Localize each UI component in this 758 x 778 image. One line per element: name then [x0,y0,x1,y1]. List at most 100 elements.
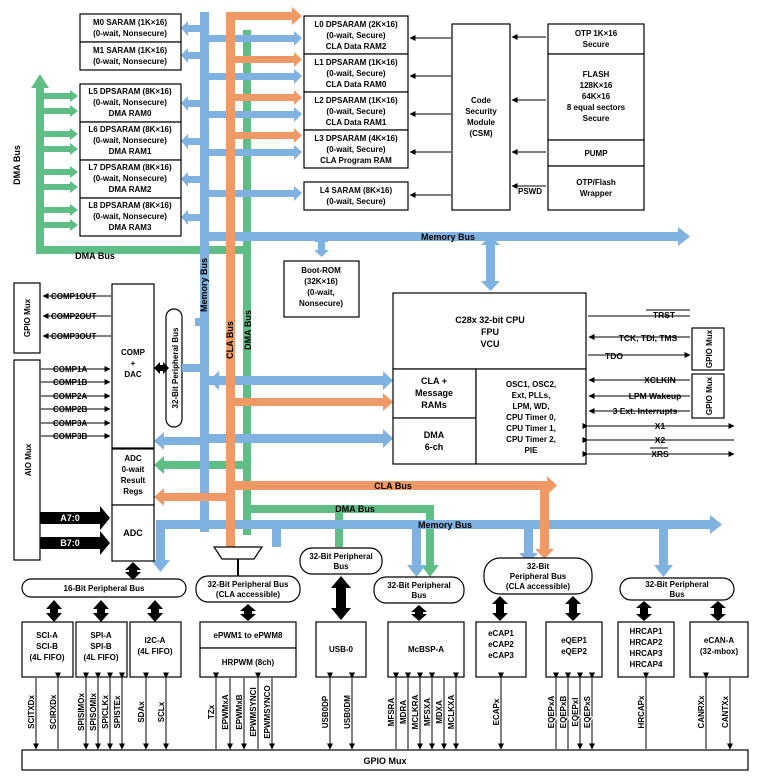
l7-dpsaram-role: DMA RAM2 [109,185,152,194]
m0-saram-name: M0 SARAM (1K×16) [93,18,167,27]
peripheral-bus-ecap-line-3: (CLA accessible) [506,582,571,591]
aio-mux-label: AIO Mux [24,443,33,476]
l2-dpsaram-detail: (0-wait, Secure) [326,107,385,116]
memory-bus-label-vertical: Memory Bus [199,258,209,312]
pin-label-usb0dp: USB0DP [321,695,330,728]
memory-bus-label-lower: Memory Bus [418,520,472,530]
dma-line-1: DMA [424,430,445,440]
gpio-mux-comp-label: GPIO Mux [23,298,32,337]
ecap-line-2: eCAP2 [488,640,514,649]
comp-dac-line-2: + [131,359,136,368]
cla-ram-line-2: Message [415,388,453,398]
otp-flash-wrapper-line-1: OTP/Flash [576,178,616,187]
dma-bus-label-horizontal: DMA Bus [75,251,115,261]
flash-line-3: 64K×16 [582,92,611,101]
pin-label-epwmxa: EPWMxA [221,694,230,729]
cla-bus-label-horizontal: CLA Bus [374,481,412,491]
xrs-signal: XRS [651,449,669,459]
pin-label-sclx: SCLx [157,701,166,722]
l3-dpsaram-name: L3 DPSARAM (4K×16) [314,134,398,143]
l2-dpsaram-role: CLA Data RAM1 [326,118,387,127]
csm-line-4: (CSM) [469,129,492,138]
pin-label-spisimox: SPISIMOx [77,693,86,731]
hrcap-line-4: HRCAP4 [630,660,663,669]
adc-result-line-2: 0-wait [122,465,145,474]
gpio-mux-bottom-label: GPIO Mux [363,756,406,766]
adc-result-line-1: ADC [124,454,142,463]
flash-line-5: Secure [583,114,610,123]
peripheral-bus-ecap-line-2: Peripheral Bus [510,572,567,581]
pin-label-eqepxi: EQEPxI [571,698,580,727]
sci-line-3: (4L FIFO) [30,653,65,662]
l3-dpsaram-detail: (0-wait, Secure) [326,145,385,154]
dma-bus-label-vertical-2: DMA Bus [243,310,253,350]
peripheral-bus-usb-line-1: 32-Bit Peripheral [309,552,373,561]
m1-saram-name: M1 SARAM (1K×16) [93,46,167,55]
osc-line-6: CPU Timer 2, [506,435,556,444]
otp-line-2: Secure [583,40,610,49]
trst-signal: TRST [653,310,676,320]
comp1a-label: COMP1A [53,365,87,374]
pin-label-ecapx: ECAPx [492,698,501,725]
spi-line-2: SPI-B [90,642,112,651]
pin-label-mdxa: MDXA [435,700,444,724]
pin-label-tzx: TZx [207,704,216,719]
pin-label-hrcapx: HRCAPx [637,695,646,728]
pin-label-mfsxa: MFSXA [423,698,432,726]
i2c-line-2: (4L FIFO) [138,647,173,656]
l6-dpsaram-role: DMA RAM1 [109,147,152,156]
flash-line-4: 8 equal sectors [567,103,626,112]
cpu-fpu: FPU [481,327,499,337]
pump-label: PUMP [584,149,608,158]
b7-0-label: B7:0 [60,538,80,548]
l5-dpsaram-name: L5 DPSARAM (8K×16) [88,87,172,96]
peripheral-bus-mcbsp-line-2: Bus [411,591,427,600]
l0-dpsaram-detail: (0-wait, Secure) [326,31,385,40]
cla-bus-label-vertical: CLA Bus [225,321,235,359]
peripheral-bus-16-label: 16-Bit Peripheral Bus [64,584,145,593]
pin-label-usb0dm: USB0DM [343,695,352,729]
pin-label-spistex: SPISTEx [113,695,122,728]
l5-dpsaram-detail: (0-wait, Nonsecure) [93,98,167,107]
boot-rom-line-4: Nonsecure) [299,299,343,308]
flash-line-2: 128K×16 [580,81,613,90]
boot-rom-line-2: (32K×16) [304,277,338,286]
hrcap-line-1: HRCAP1 [630,627,663,636]
l4-saram-name: L4 SARAM (8K×16) [320,186,393,195]
peripheral-bus-cla-line-2: (CLA accessible) [216,590,281,599]
pin-label-mclkxa: MCLKXA [447,695,456,729]
comp3out-label: COMP3OUT [51,332,96,341]
pswd-label: PSWD [518,187,542,196]
ecap-line-1: eCAP1 [488,629,514,638]
comp2a-label: COMP2A [53,392,87,401]
x2-signal: X2 [655,435,666,445]
csm-line-1: Code [471,96,492,105]
pin-label-mclkra: MCLKRA [411,694,420,729]
l6-dpsaram-detail: (0-wait, Nonsecure) [93,136,167,145]
osc-line-3: LPM, WD, [513,402,550,411]
ext-interrupts-signal: 3 Ext. Interrupts [613,406,678,416]
l8-dpsaram-detail: (0-wait, Nonsecure) [93,212,167,221]
eqep-line-2: eQEP2 [561,647,587,656]
peripheral-bus-32-vertical-label: 32-Bit Peripheral Bus [171,327,180,408]
pin-label-mdra: MDRA [399,700,408,724]
l7-dpsaram-name: L7 DPSARAM (8K×16) [88,163,172,172]
otp-flash-wrapper-line-2: Wrapper [580,189,612,198]
ecan-line-2: (32-mbox) [700,647,739,656]
osc-line-7: PIE [525,446,539,455]
pin-label-scitxdx: SCITXDx [27,695,36,729]
comp3b-label: COMP3B [53,432,87,441]
boot-rom-line-3: (0-wait, [307,288,335,297]
hrpwm-label: HRPWM (8ch) [222,658,275,667]
l0-dpsaram-name: L0 DPSARAM (2K×16) [314,20,398,29]
spi-line-3: (4L FIFO) [84,653,119,662]
cla-ram-line-1: CLA + [421,376,447,386]
x1-signal: X1 [655,421,666,431]
usb-label: USB-0 [329,645,354,654]
pin-label-spiclkx: SPICLKx [101,695,110,729]
l7-dpsaram-detail: (0-wait, Nonsecure) [93,174,167,183]
pin-label-cantxx: CANTXx [721,695,730,728]
sci-line-2: SCI-B [36,642,58,651]
lpm-wakeup-signal: LPM Wakeup [629,391,682,401]
